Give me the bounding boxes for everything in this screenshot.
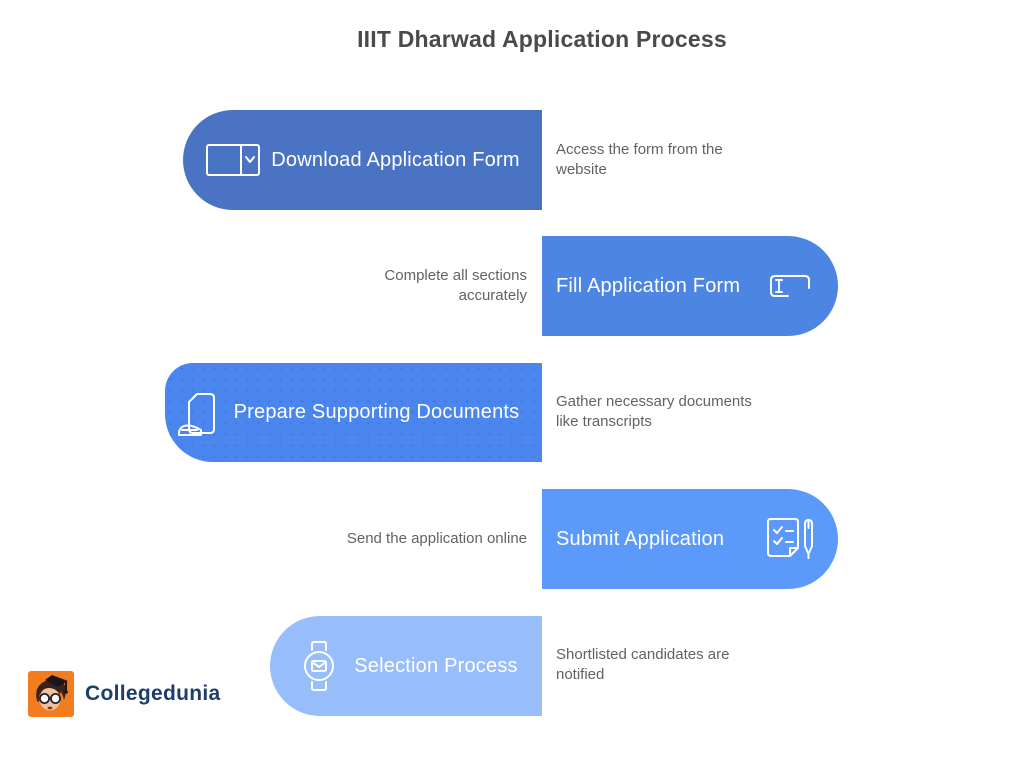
brand-name: Collegedunia — [85, 682, 221, 705]
dropdown-select-icon — [205, 141, 261, 179]
step-banner-selection-process: Selection Process — [270, 616, 542, 716]
collegedunia-mascot-icon — [28, 671, 74, 717]
step-label: Selection Process — [354, 654, 518, 677]
step-description: Gather necessary documents like transcri… — [556, 393, 752, 430]
step-label: Fill Application Form — [556, 274, 741, 297]
step-description: Complete all sections accurately — [384, 267, 527, 304]
text-input-icon — [764, 267, 816, 305]
page-title: IIIT Dharwad Application Process — [357, 26, 727, 52]
step-banner-submit-application: Submit Application — [542, 489, 838, 589]
step-label: Download Application Form — [271, 148, 520, 171]
step-label: Prepare Supporting Documents — [233, 401, 520, 423]
documents-icon — [175, 387, 223, 439]
step-banner-fill-application-form: Fill Application Form — [542, 236, 838, 336]
checklist-pen-icon — [760, 514, 818, 564]
step-banner-download-application-form: Download Application Form — [183, 110, 542, 210]
watch-notification-icon — [296, 638, 342, 694]
brand-footer: Collegedunia — [28, 671, 220, 717]
step-banner-prepare-supporting-documents: Prepare Supporting Documents — [165, 363, 542, 462]
step-label: Submit Application — [556, 527, 725, 550]
step-description: Send the application online — [346, 530, 527, 547]
step-description: Access the form from the website — [556, 141, 723, 178]
step-description: Shortlisted candidates are notified — [556, 646, 730, 683]
